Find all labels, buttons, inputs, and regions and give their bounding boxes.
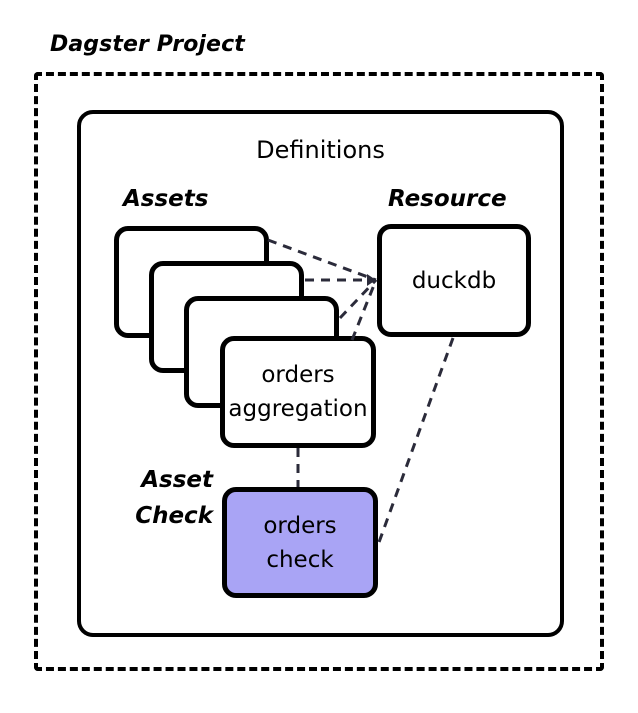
asset-card-orders-aggregation[interactable]: orders aggregation bbox=[220, 336, 376, 448]
resource-group-label: Resource bbox=[388, 186, 507, 212]
project-boundary bbox=[34, 72, 604, 671]
asset-check-card-orders-check-line1: orders bbox=[263, 512, 337, 539]
resource-card-duckdb-label: duckdb bbox=[411, 267, 497, 294]
definitions-title: Definitions bbox=[256, 136, 385, 164]
asset-card-orders-aggregation-line1: orders bbox=[261, 362, 335, 388]
asset-check-group-label-line1: Asset bbox=[141, 467, 213, 493]
asset-check-group-label-line2: Check bbox=[135, 503, 213, 529]
asset-check-card-orders-check[interactable]: orders check bbox=[222, 487, 378, 598]
asset-check-group-label: Asset Check bbox=[108, 462, 213, 534]
asset-card-orders-aggregation-line2: aggregation bbox=[228, 396, 368, 422]
asset-check-card-orders-check-line2: check bbox=[266, 546, 334, 573]
project-title: Dagster Project bbox=[50, 32, 245, 57]
resource-card-duckdb[interactable]: duckdb bbox=[377, 224, 531, 337]
assets-group-label: Assets bbox=[123, 186, 209, 212]
